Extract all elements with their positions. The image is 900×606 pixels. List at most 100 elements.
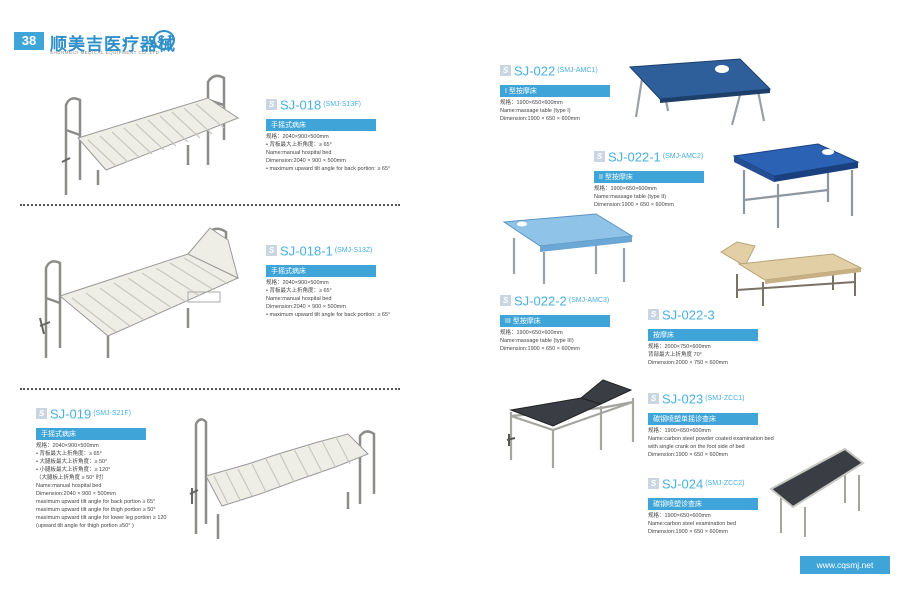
product-image-sj024 (765, 445, 865, 540)
sj-logo-icon: S (648, 478, 659, 490)
spec-line: 规格：1900×650×600mm (500, 100, 563, 106)
brand-name: 顺美吉医疗器械 (50, 35, 176, 54)
product-label: III 型按摩床 (500, 315, 610, 327)
sj-logo-icon: S (500, 65, 511, 77)
product-model: SJ-018-1 (280, 243, 333, 259)
spec-line: Dimension:1900 × 650 × 600mm (648, 529, 728, 535)
product-model: SJ-018 (280, 97, 322, 113)
spec-line: with single crank on the foot side of be… (648, 444, 745, 450)
product-model: SJ-022 (514, 63, 556, 79)
product-image-sj022-3 (715, 238, 865, 308)
sj-logo-icon: S (648, 393, 659, 405)
spec-line: • maximum upward tilt angle for back por… (266, 166, 391, 172)
spec-line: Dimension:2040 × 900 × 500mm (266, 304, 346, 310)
product-code: (SMJ-ZCC2) (705, 480, 745, 488)
spec-line: 规格：1900×650×600mm (648, 513, 711, 519)
spec-line: Dimension:2000 × 750 × 600mm (648, 360, 728, 366)
sj-logo-icon: S (266, 99, 277, 111)
product-code: (SMJ-S13F) (323, 101, 361, 109)
product-label: 手摇式病床 (36, 428, 146, 440)
product-code: (SMJ-S21F) (93, 410, 131, 418)
product-label: I 型按摩床 (500, 85, 610, 97)
spec-line: • 背板最大上折角度：≥ 65° (36, 451, 102, 457)
spec-line: Name:manual hospital bed (266, 150, 332, 156)
spec-line: Dimension:1900 × 650 × 600mm (500, 346, 580, 352)
spec-line: Dimension:1900 × 650 × 600mm (594, 202, 674, 208)
spec-line: (upward tilt angle for thigh portion ≥50… (36, 523, 134, 529)
sj-logo-icon: S (648, 309, 659, 321)
spec-line: （大腿板上折角度 ≥ 50° 时） (36, 475, 107, 481)
product-model: SJ-022-2 (514, 293, 567, 309)
spec-line: 规格：2040×900×500mm (36, 443, 99, 449)
product-image-sj022-2 (500, 212, 635, 287)
product-model: SJ-023 (662, 391, 704, 407)
sj-logo-icon: S (500, 295, 511, 307)
product-image-sj018-1 (38, 218, 253, 368)
product-code: (SMJ-S13Z) (334, 247, 373, 255)
spec-line: 规格：1900×650×600mm (500, 330, 563, 336)
spec-line: Name:carbon steel examination bed (648, 521, 737, 527)
product-label: II 型按摩床 (594, 171, 704, 183)
spec-line: 背部最大上折角度 70° (648, 352, 702, 358)
product-label: 手摇式病床 (266, 119, 376, 131)
spec-line: 规格：1900×650×600mm (594, 186, 657, 192)
sj-logo-icon: S (594, 151, 605, 163)
product-label: 手摇式病床 (266, 265, 376, 277)
spec-line: maximum upward tilt angle for back porti… (36, 499, 156, 505)
spec-line: Name:massage table (type II) (594, 194, 667, 200)
sj-logo-icon: S (36, 408, 47, 420)
spec-line: 规格：2040×900×500mm (266, 280, 329, 286)
spec-line: Name:massage table (type III) (500, 338, 574, 344)
website-url[interactable]: www.cqsmj.net (800, 556, 890, 574)
spec-line: Dimension:2040 × 900 × 500mm (36, 491, 116, 497)
spec-line: Dimension:1900 × 650 × 600mm (648, 452, 728, 458)
product-label: 碳钢喷塑单摇诊查床 (648, 413, 758, 425)
product-image-sj018 (58, 70, 258, 200)
product-image-sj019 (188, 414, 388, 544)
spec-line: • 背板最大上折角度：≥ 65° (266, 142, 332, 148)
spec-line: 规格：2000×750×600mm (648, 344, 711, 350)
product-model: SJ-019 (50, 406, 92, 422)
spec-line: • 背板最大上折角度：≥ 65° (266, 288, 332, 294)
spec-line: Dimension:2040 × 900 × 500mm (266, 158, 346, 164)
spec-line: 规格：2040×900×500mm (266, 134, 329, 140)
spec-line: maximum upward tilt angle for thigh port… (36, 507, 156, 513)
product-label: 按摩床 (648, 329, 758, 341)
page-number: 38 (14, 32, 44, 50)
section-divider (20, 388, 400, 390)
brand-subtitle: SHUNMEIJI MEDICAL EQUIPMENT CO.,LTD (50, 50, 160, 55)
product-image-sj022-1 (730, 140, 860, 232)
spec-line: • maximum upward tilt angle for back por… (266, 312, 391, 318)
product-model: SJ-022-1 (608, 149, 661, 165)
spec-line: • 大腿板最大上折角度：≥ 50° (36, 459, 108, 465)
product-code: (SMJ-AMC2) (662, 153, 704, 161)
product-model: SJ-024 (662, 476, 704, 492)
spec-line: • 小腿板最大上折角度：≥ 120° (36, 467, 111, 473)
product-image-sj022 (622, 55, 772, 127)
spec-line: Name:manual hospital bed (36, 483, 102, 489)
spec-line: maximum upward tilt angle for lower leg … (36, 515, 167, 521)
spec-line: Name:manual hospital bed (266, 296, 332, 302)
spec-line: Name:carbon steel powder coated examinat… (648, 436, 774, 442)
spec-line: Dimension:1900 × 650 × 600mm (500, 116, 580, 122)
product-model: SJ-022-3 (662, 307, 715, 323)
sj-logo-icon: S (266, 245, 277, 257)
product-code: (SMJ-AMC1) (557, 67, 598, 75)
product-image-sj023 (505, 370, 640, 470)
spec-line: 规格：1900×650×600mm (648, 428, 711, 434)
section-divider (20, 204, 400, 206)
product-code: (SMJ-ZCC1) (705, 395, 745, 403)
brand-logo-icon: SJ (153, 30, 175, 50)
product-label: 碳钢喷塑诊查床 (648, 498, 758, 510)
product-code: (SMJ-AMC3) (568, 297, 610, 305)
spec-line: Name:massage table (type I) (500, 108, 571, 114)
